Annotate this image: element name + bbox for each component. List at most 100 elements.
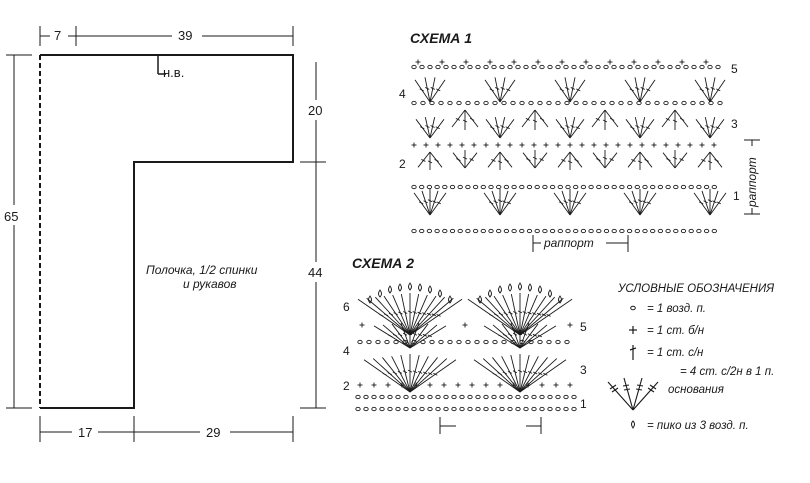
- fan-tick: [489, 88, 494, 92]
- fan-tick: [666, 158, 671, 161]
- fan-tick: [403, 311, 408, 314]
- fan-spoke: [400, 293, 411, 336]
- chain-stitch: [571, 64, 577, 70]
- chain-stitch: [523, 64, 529, 70]
- fan-tick: [646, 88, 651, 92]
- single-crochet: [567, 382, 573, 388]
- chain-stitch: [434, 228, 440, 234]
- chain-stitch: [465, 228, 471, 234]
- fan-spoke: [701, 190, 711, 216]
- chain-stitch: [611, 184, 617, 190]
- fan-spoke: [494, 77, 501, 103]
- chain-stitch: [491, 406, 497, 412]
- fan-stitch: [452, 150, 478, 169]
- fan-spoke: [409, 296, 445, 336]
- fan-tick: [431, 313, 437, 317]
- fan-tick: [500, 125, 505, 128]
- fan-tick: [602, 156, 608, 160]
- fan-tick: [427, 160, 433, 164]
- fan-tick: [435, 126, 440, 130]
- fan-tick: [710, 87, 715, 90]
- fan-spoke: [482, 358, 521, 393]
- chain-stitch: [483, 100, 489, 106]
- chain-stitch: [557, 184, 563, 190]
- chain-stitch: [547, 406, 553, 412]
- single-crochet: [615, 142, 621, 148]
- chain-stitch: [555, 339, 561, 345]
- fan-tick: [699, 88, 704, 92]
- dim-top: [39, 26, 294, 46]
- fan-tick: [635, 125, 640, 128]
- fan-tick: [635, 87, 640, 90]
- scheme1-row-1: 1: [733, 189, 740, 203]
- fan-spoke: [709, 79, 726, 103]
- chain-stitch: [549, 228, 556, 234]
- fan-tick: [502, 333, 508, 337]
- chain-stitch: [475, 394, 481, 400]
- fan-spoke: [634, 77, 641, 103]
- fan-tick: [527, 311, 532, 315]
- chain-stitch: [384, 339, 390, 345]
- chain-stitch: [603, 64, 609, 70]
- fan-stitch: [483, 189, 517, 216]
- fan-spoke: [604, 152, 618, 169]
- fan-tick: [508, 311, 513, 315]
- single-crochet: [699, 142, 705, 148]
- fan-spoke: [501, 323, 521, 349]
- fan-tick: [558, 201, 564, 205]
- chain-stitch: [411, 64, 417, 70]
- fan-tick: [701, 159, 706, 162]
- picot-stitch: [368, 295, 372, 304]
- scheme1-row-5: 5: [731, 62, 738, 76]
- chain-stitch: [626, 228, 633, 234]
- fan-spoke: [502, 294, 521, 336]
- chain-stitch: [711, 184, 717, 190]
- fan-stitch: [661, 109, 689, 130]
- fan-spoke: [375, 296, 411, 336]
- dim-bottom-right: 29: [206, 425, 220, 440]
- chain-stitch: [519, 228, 525, 234]
- dim-right-lower: 44: [308, 265, 322, 280]
- chain-stitch: [503, 228, 510, 234]
- chain-stitch: [387, 406, 393, 412]
- fan-tick: [679, 117, 685, 121]
- fan-spoke: [499, 77, 506, 103]
- single-crochet: [535, 59, 541, 65]
- single-crochet: [687, 142, 693, 148]
- fan-tick: [455, 117, 461, 121]
- fan-spoke: [693, 192, 711, 216]
- fan-stitch: [697, 151, 723, 170]
- chain-stitch: [587, 64, 593, 70]
- chain-stitch: [557, 228, 563, 234]
- scheme2-title: СХЕМА 2: [352, 255, 414, 271]
- legend-item-fan-line2: основания: [668, 384, 724, 396]
- chain-stitch: [588, 228, 594, 234]
- chain-stitch: [492, 100, 498, 106]
- fan-tick: [504, 159, 509, 162]
- fan-tick: [559, 88, 564, 92]
- fan-spoke: [476, 297, 521, 336]
- fan-tick: [493, 200, 498, 204]
- fan-tick: [537, 334, 543, 338]
- garment-pattern: н.в. 7 39 65 20: [4, 26, 326, 442]
- chain-stitch: [619, 184, 625, 190]
- fan-spoke: [391, 356, 411, 393]
- fan-tick: [572, 200, 577, 204]
- chain-stitch: [419, 406, 425, 412]
- fan-tick: [402, 332, 408, 336]
- fan-spoke: [409, 355, 420, 393]
- scheme2-row-6: 6: [343, 300, 350, 314]
- picot-stitch: [398, 283, 402, 292]
- fan-tick: [397, 333, 403, 337]
- fan-spoke: [467, 298, 521, 336]
- chain-stitch: [691, 64, 697, 70]
- single-crochet: [511, 59, 517, 65]
- fan-tick: [383, 313, 389, 317]
- single-crochet: [519, 142, 525, 148]
- chain-stitch: [429, 339, 435, 345]
- fan-spoke: [464, 109, 479, 128]
- chain-stitch: [483, 339, 489, 345]
- fan-tick: [560, 126, 565, 130]
- chain-stitch: [690, 100, 696, 106]
- single-crochet: [583, 59, 589, 65]
